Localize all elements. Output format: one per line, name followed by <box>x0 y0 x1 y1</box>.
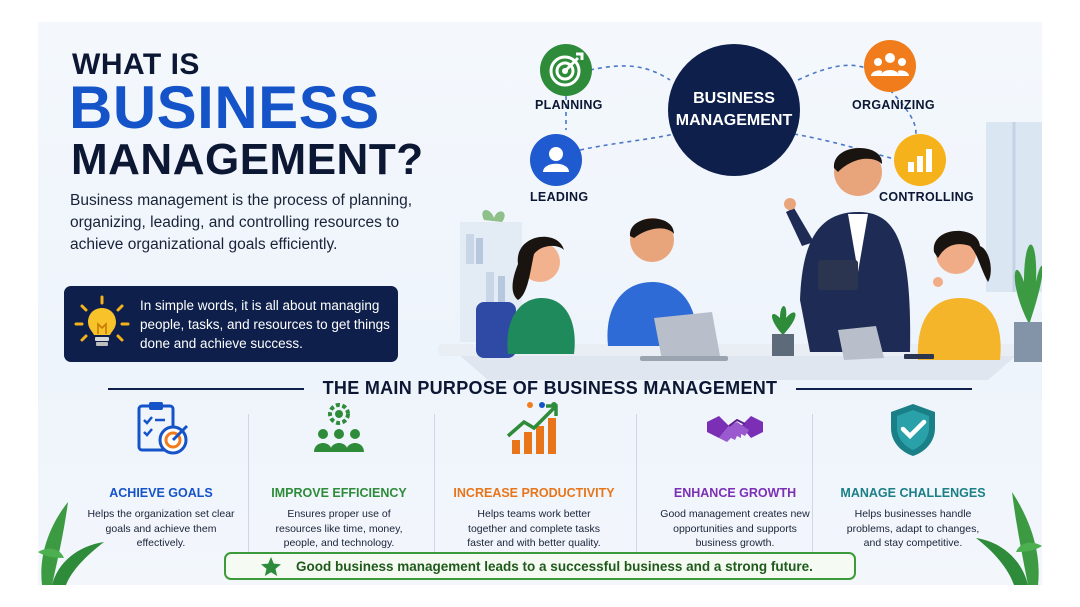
simple-words-callout: In simple words, it is all about managin… <box>64 286 398 362</box>
leading-person-icon <box>530 134 582 186</box>
functions-connectors <box>565 64 917 161</box>
infographic-card: WHAT IS BUSINESS MANAGEMENT? Business ma… <box>38 22 1042 585</box>
purpose-divider-right <box>796 388 972 390</box>
leaf-decoration-right <box>976 492 1042 585</box>
leading-label: LEADING <box>530 190 589 204</box>
planning-target-icon <box>540 44 592 96</box>
purpose-heading: IMPROVE EFFICIENCY <box>271 486 407 500</box>
footer-banner: Good business management leads to a succ… <box>224 552 856 580</box>
center-label-line-1: BUSINESS <box>693 90 775 107</box>
purpose-divider-left <box>108 388 304 390</box>
organizing-label: ORGANIZING <box>852 98 935 112</box>
footer-message: Good business management leads to a succ… <box>296 559 813 574</box>
office-meeting-illustration <box>438 122 1042 380</box>
title-line-2: BUSINESS <box>69 74 380 141</box>
column-separator <box>636 414 637 556</box>
purpose-heading: INCREASE PRODUCTIVITY <box>453 486 615 500</box>
title-line-1: WHAT IS <box>72 48 200 81</box>
purpose-description: Good management creates new opportunitie… <box>660 508 810 549</box>
planning-label: PLANNING <box>535 98 603 112</box>
purpose-heading: ENHANCE GROWTH <box>673 486 797 500</box>
organizing-team-icon <box>864 40 916 92</box>
controlling-label: CONTROLLING <box>879 190 974 204</box>
business-management-center: BUSINESS MANAGEMENT <box>668 44 800 176</box>
controlling-bar-chart-icon <box>894 134 946 186</box>
checklist-target-icon <box>137 402 189 455</box>
leaf-decoration-left <box>38 502 104 585</box>
intro-paragraph: Business management is the process of pl… <box>70 192 413 253</box>
column-separator <box>812 414 813 556</box>
simple-words-text: In simple words, it is all about managin… <box>140 298 390 351</box>
star-icon <box>261 557 281 576</box>
purpose-heading: MANAGE CHALLENGES <box>840 486 986 500</box>
purpose-description: Helps teams work better together and com… <box>467 508 601 549</box>
gear-team-icon <box>314 403 364 452</box>
lightbulb-icon <box>74 295 130 346</box>
purpose-description: Helps businesses handle problems, adapt … <box>846 508 980 549</box>
purpose-description: Ensures proper use of resources like tim… <box>275 508 403 549</box>
growth-chart-icon <box>506 404 558 454</box>
purpose-description: Helps the organization set clear goals a… <box>87 508 235 549</box>
shield-check-icon <box>891 404 935 456</box>
column-separator <box>434 414 435 556</box>
purpose-heading: ACHIEVE GOALS <box>109 486 213 500</box>
center-label-line-2: MANAGEMENT <box>675 112 793 129</box>
purpose-title: THE MAIN PURPOSE OF BUSINESS MANAGEMENT <box>322 378 778 398</box>
column-separator <box>248 414 249 556</box>
handshake-icon <box>707 416 763 442</box>
title-line-3: MANAGEMENT? <box>71 135 424 184</box>
